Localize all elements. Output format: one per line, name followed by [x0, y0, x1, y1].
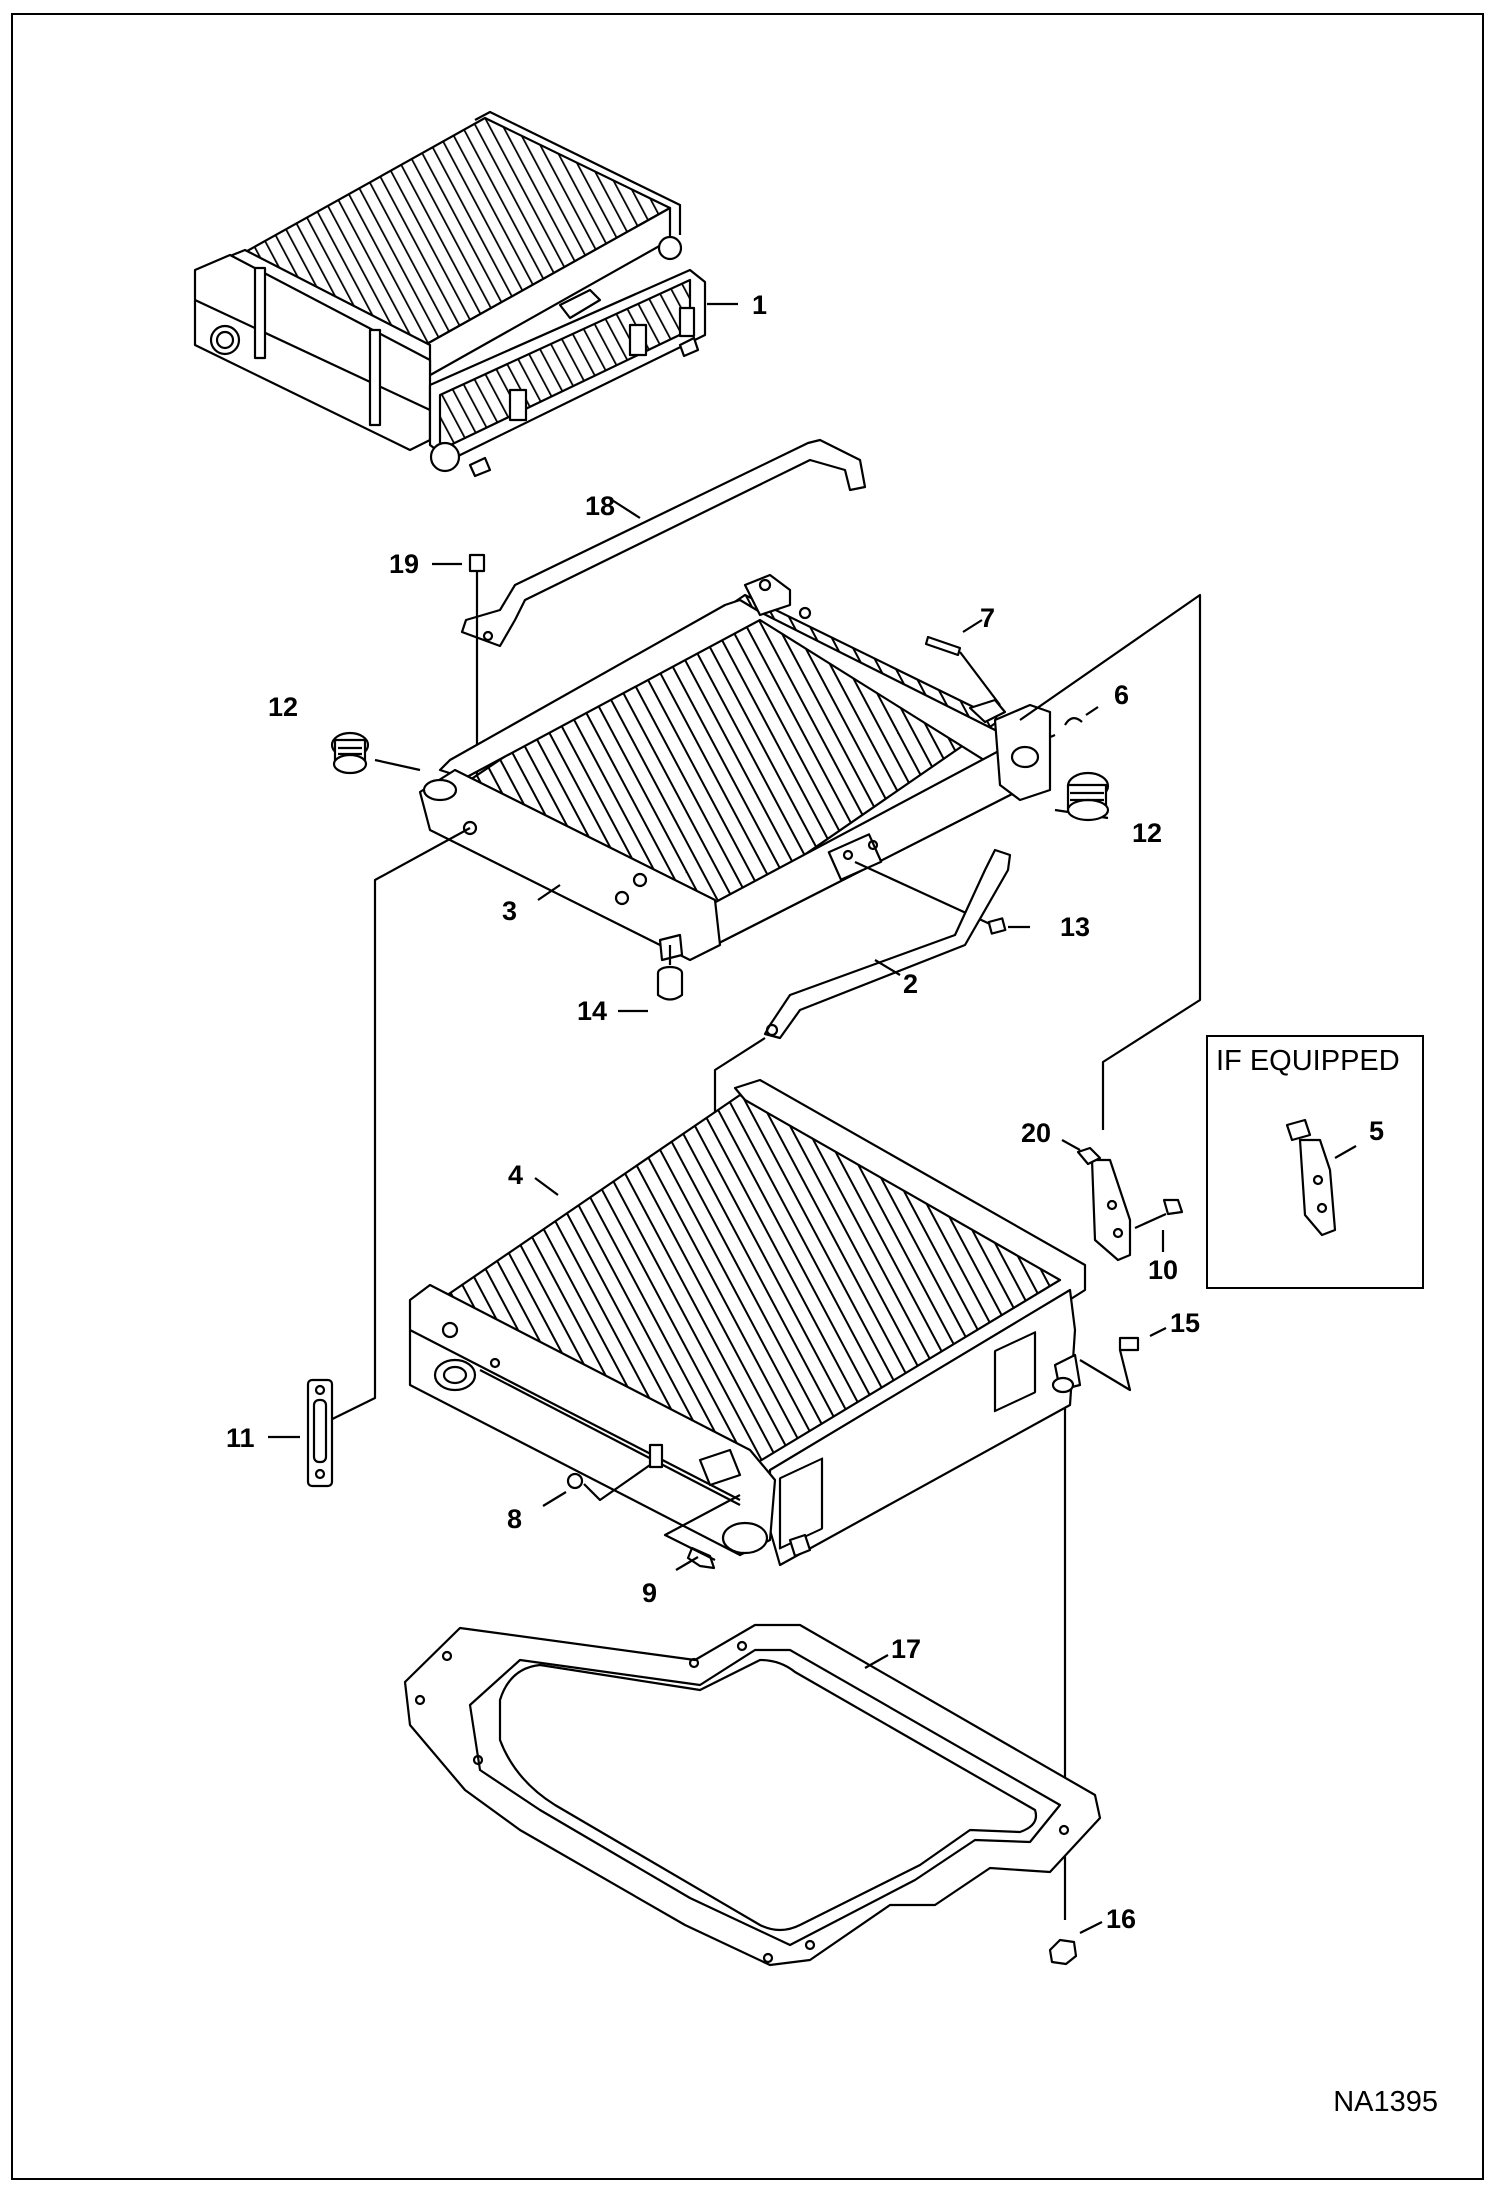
leader-3-to-11	[309, 827, 471, 1431]
callout-9: 9	[642, 1578, 658, 1608]
leader-18	[611, 499, 641, 519]
document-code: NA1395	[1333, 2086, 1438, 2118]
part-14-rubber-mount	[656, 945, 684, 1001]
leader-4	[534, 1177, 559, 1196]
callout-12-left: 12	[268, 692, 299, 722]
callout-2: 2	[903, 969, 919, 999]
callout-16: 16	[1106, 1904, 1137, 1934]
leader-3	[537, 884, 561, 901]
part-18-upper-brace	[460, 438, 867, 648]
part-17-base-plate	[403, 1623, 1102, 1967]
leader-9	[675, 1556, 699, 1571]
callout-4: 4	[508, 1160, 524, 1190]
part-4-oil-cooler	[408, 1078, 1087, 1567]
part-15-bolt	[1079, 1336, 1140, 1392]
leader-20	[1061, 1139, 1081, 1151]
part-8-washer	[566, 1464, 651, 1502]
leader-right-to-20	[1019, 593, 1202, 1130]
page-frame	[11, 13, 1484, 2180]
if-equipped-inset: IF EQUIPPED	[1206, 1035, 1424, 1289]
part-5-inset-bracket	[1285, 1118, 1337, 1237]
callout-13: 13	[1060, 912, 1091, 942]
callout-19: 19	[389, 549, 420, 579]
part-1-cooler-assembly	[193, 110, 707, 478]
callout-14: 14	[577, 996, 608, 1026]
leader-8	[542, 1491, 567, 1507]
callout-11: 11	[226, 1423, 255, 1453]
part-16-nut	[1048, 1938, 1078, 1966]
callout-10: 10	[1148, 1255, 1179, 1285]
leader-15	[1149, 1327, 1167, 1337]
leader-12a	[374, 758, 421, 772]
callout-6: 6	[1114, 680, 1130, 710]
part-9-bolt	[663, 1494, 741, 1570]
part-3-radiator	[418, 573, 1052, 962]
callout-1: 1	[752, 290, 768, 320]
callout-15: 15	[1170, 1308, 1201, 1338]
callout-5: 5	[1369, 1116, 1385, 1146]
leader-7	[962, 619, 983, 633]
inset-title: IF EQUIPPED	[1216, 1045, 1400, 1077]
callout-7: 7	[980, 603, 996, 633]
part-2-lower-brace	[763, 848, 1012, 1040]
callout-18: 18	[585, 491, 616, 521]
leader-2	[874, 959, 901, 976]
callout-12-right: 12	[1132, 818, 1163, 848]
leader-5	[1334, 1145, 1357, 1159]
leader-16	[1079, 1921, 1103, 1934]
callout-17: 17	[891, 1634, 922, 1664]
part-11-sight-gauge	[306, 1378, 334, 1488]
callout-20: 20	[1021, 1118, 1052, 1148]
callout-8: 8	[507, 1504, 523, 1534]
callout-3: 3	[502, 896, 518, 926]
part-12-plug-left	[330, 731, 370, 775]
part-12-plug-right	[1066, 771, 1110, 822]
leader-6	[1085, 706, 1099, 716]
part-20-bracket	[1076, 1146, 1132, 1262]
part-10-bolt	[1134, 1198, 1184, 1230]
leader-17	[864, 1654, 889, 1669]
part-7-pin	[924, 635, 1001, 706]
